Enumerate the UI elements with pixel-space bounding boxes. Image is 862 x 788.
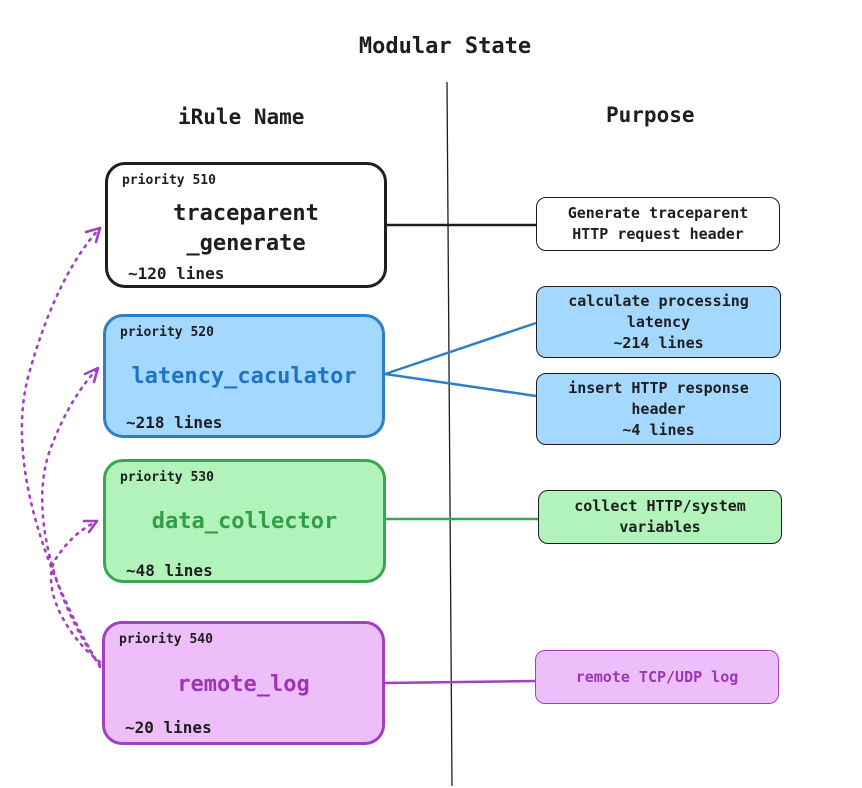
purpose-line2: variables xyxy=(619,518,701,536)
irule-card-remote-log: priority 540 remote_log ~20 lines xyxy=(102,621,385,745)
purpose-line3: ~4 lines xyxy=(622,420,695,439)
purpose-box-calculate-latency: calculate processing latency ~214 lines xyxy=(536,286,781,358)
arrowhead-traceparent xyxy=(84,226,102,244)
irule-name-line2: _generate xyxy=(186,231,306,256)
priority-label: priority 530 xyxy=(120,470,214,485)
column-header-purpose: Purpose xyxy=(606,103,695,127)
line-count: ~120 lines xyxy=(128,264,225,283)
diagram-title: Modular State xyxy=(358,34,532,59)
connector-latency-calc xyxy=(384,321,537,376)
purpose-line1: insert HTTP response xyxy=(568,378,749,397)
purpose-line2: HTTP request header xyxy=(572,225,744,243)
purpose-box-insert-response-header: insert HTTP response header ~4 lines xyxy=(536,373,781,445)
arrowhead-latency xyxy=(83,366,100,384)
dotted-arrow-to-latency xyxy=(41,366,102,667)
irule-card-latency-caculator: priority 520 latency_caculator ~218 line… xyxy=(103,314,385,438)
irule-name: data_collector xyxy=(151,509,338,534)
purpose-line1: calculate processing xyxy=(568,291,749,310)
irule-card-data-collector: priority 530 data_collector ~48 lines xyxy=(103,459,386,583)
line-count: ~48 lines xyxy=(126,561,213,580)
purpose-box-generate-traceparent: Generate traceparent HTTP request header xyxy=(536,197,780,251)
column-divider xyxy=(446,81,453,787)
line-count: ~218 lines xyxy=(126,413,223,432)
irule-card-traceparent-generate: priority 510 traceparent _generate ~120 … xyxy=(105,162,387,288)
dotted-arrow-to-collector xyxy=(49,519,102,664)
dotted-arrow-to-traceparent xyxy=(20,226,102,669)
irule-name: latency_caculator xyxy=(131,364,357,389)
irule-name: remote_log xyxy=(177,672,310,697)
priority-label: priority 520 xyxy=(120,325,214,340)
priority-label: priority 510 xyxy=(122,173,216,188)
column-header-irule-name: iRule Name xyxy=(178,105,305,129)
purpose-line2: header xyxy=(631,399,686,418)
purpose-line2: latency xyxy=(626,312,691,331)
line-count: ~20 lines xyxy=(125,718,212,737)
purpose-line3: ~214 lines xyxy=(613,333,704,352)
irule-name: traceparent _generate xyxy=(108,199,384,259)
purpose-box-collect-variables: collect HTTP/system variables xyxy=(538,490,782,544)
connector-remote-log xyxy=(384,679,536,685)
purpose-line1: Generate traceparent xyxy=(567,204,749,222)
purpose-box-remote-log: remote TCP/UDP log xyxy=(535,650,779,704)
arrowhead-collector xyxy=(82,519,99,534)
connector-latency-header xyxy=(384,372,537,398)
purpose-line1: remote TCP/UDP log xyxy=(575,667,739,686)
purpose-line1: collect HTTP/system xyxy=(574,497,746,515)
irule-name-line1: traceparent xyxy=(173,201,319,226)
priority-label: priority 540 xyxy=(119,632,213,647)
